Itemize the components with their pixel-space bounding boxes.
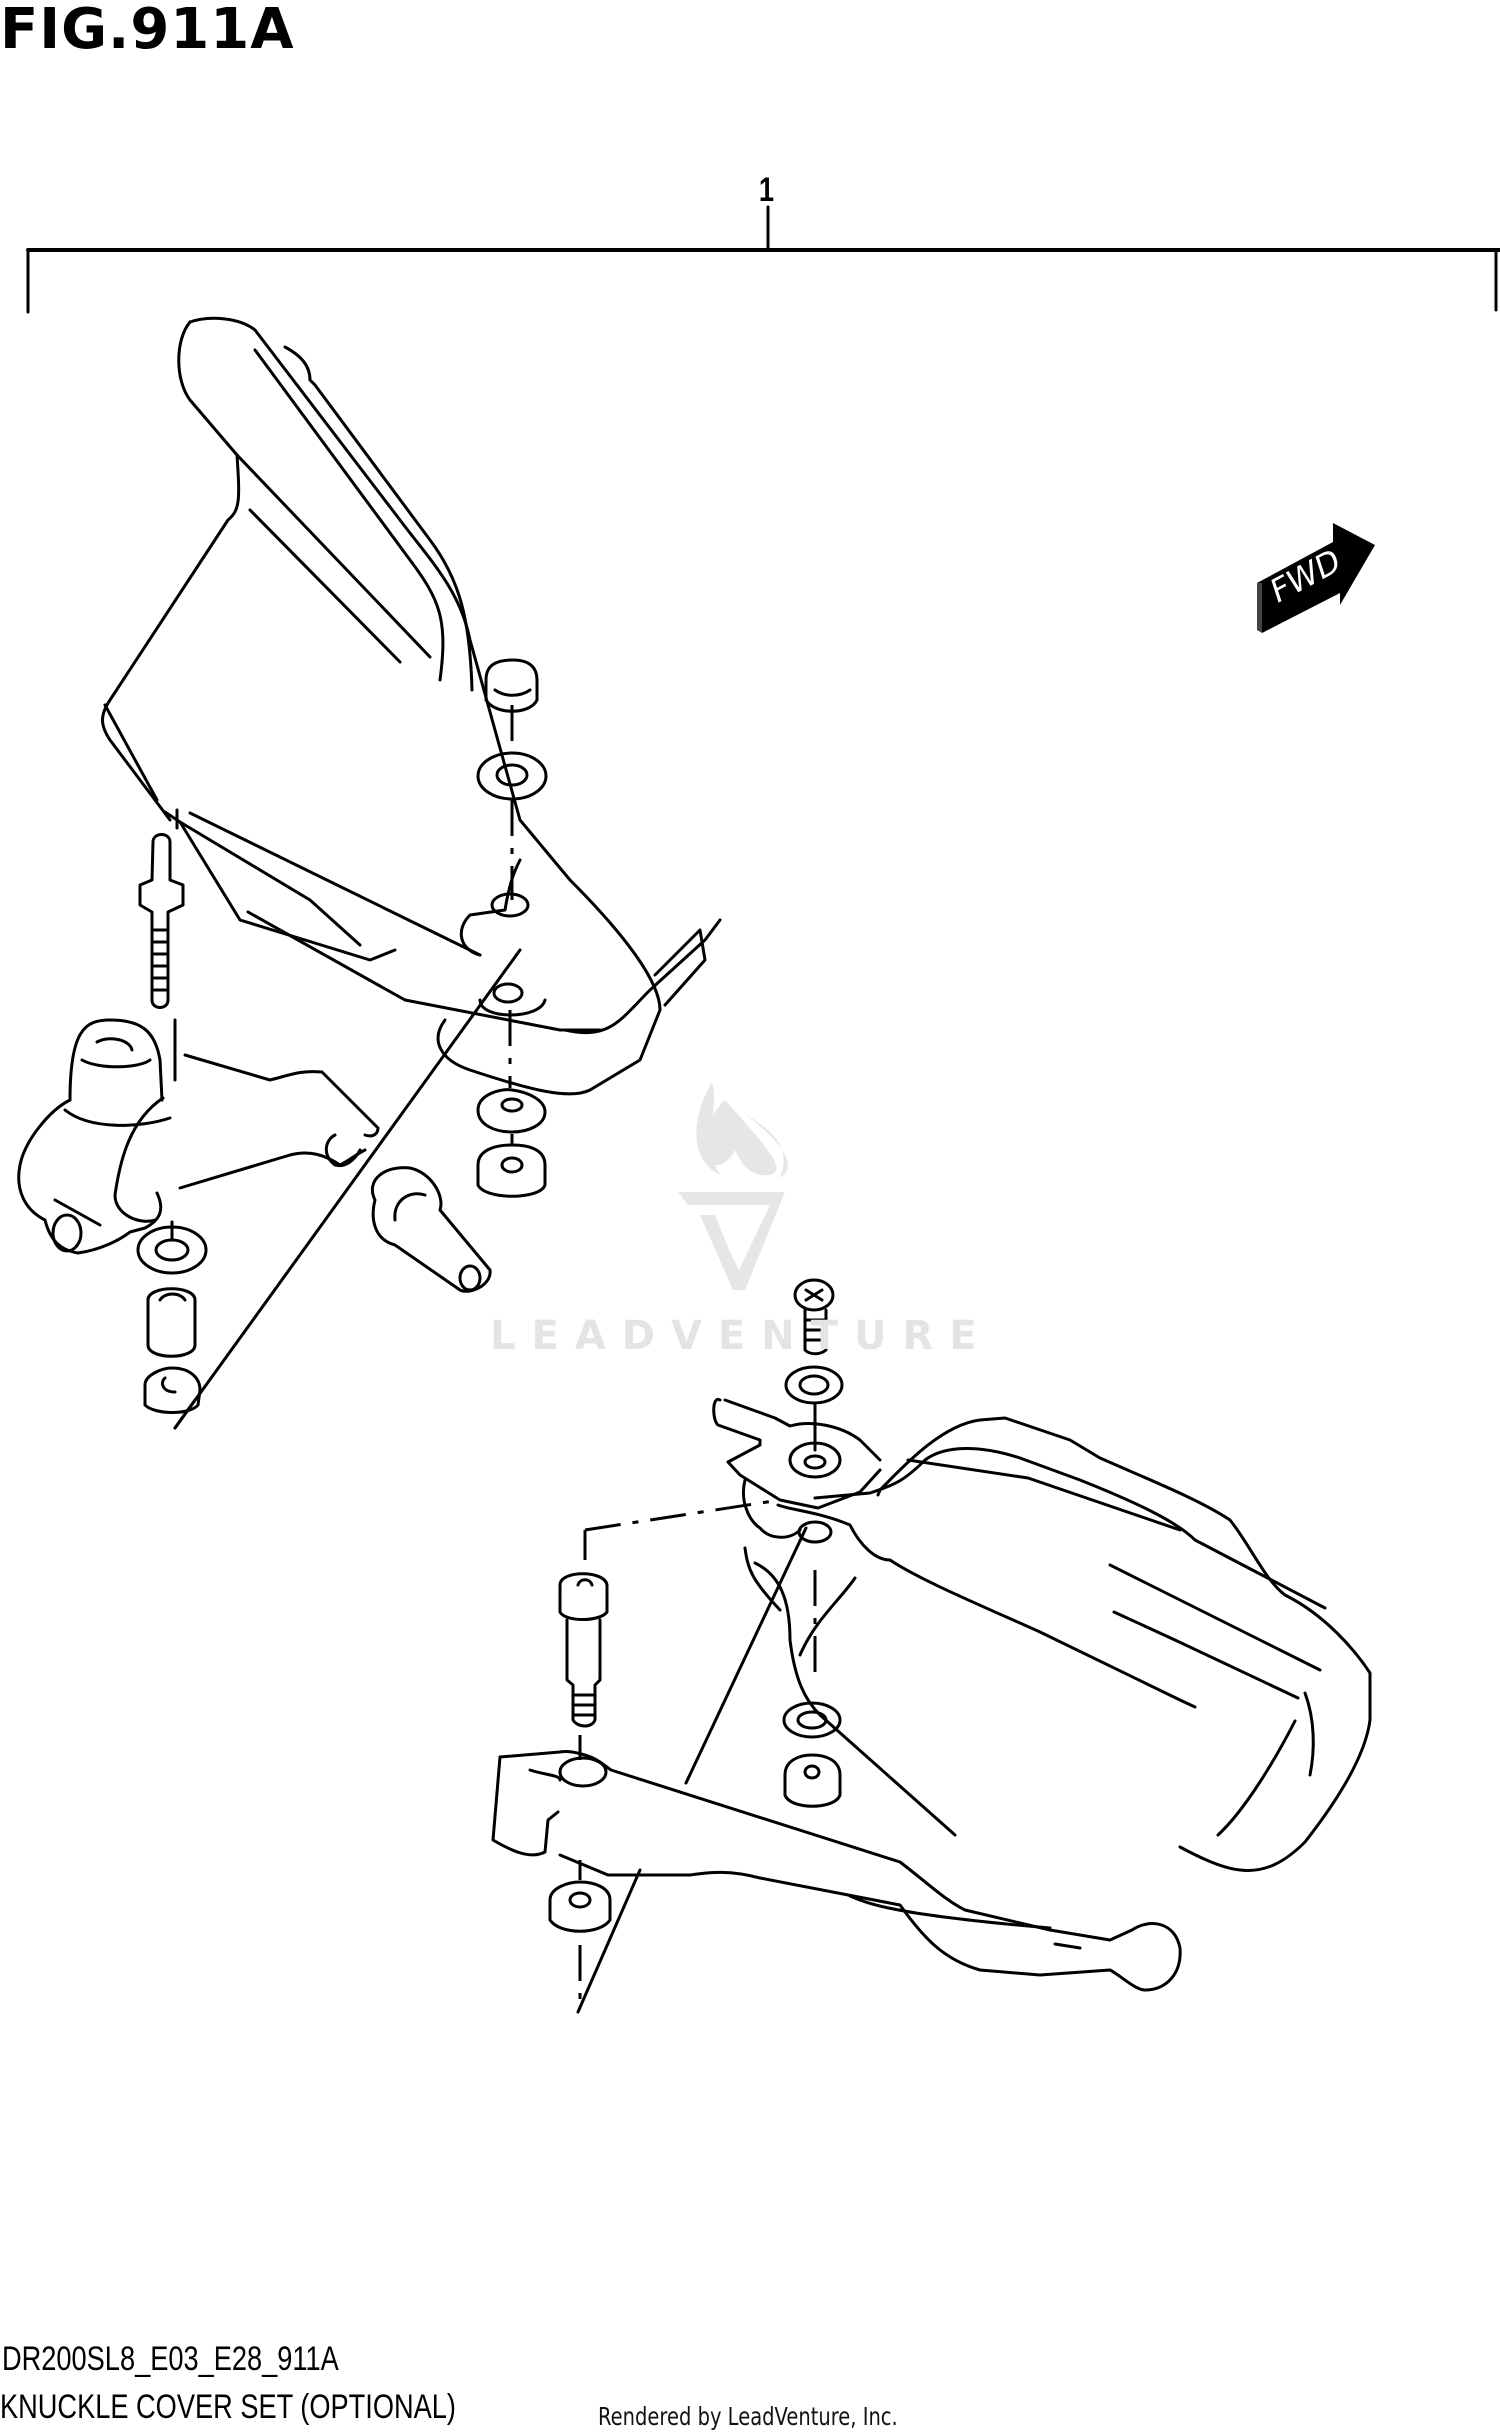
spacer-collar bbox=[146, 1287, 197, 1358]
bar-end-weight bbox=[371, 1166, 492, 1293]
cap-nut-lower-right bbox=[783, 1753, 842, 1808]
flame-v-logo-icon bbox=[678, 1082, 788, 1290]
part-1-bracket bbox=[26, 205, 1500, 314]
left-knuckle-guard bbox=[101, 316, 722, 1096]
lock-nut-lever bbox=[548, 1880, 612, 1933]
lock-nut-upper bbox=[476, 1143, 547, 1198]
shoulder-bolt bbox=[558, 1530, 609, 1728]
mounting-stud bbox=[138, 808, 185, 1082]
pan-head-screw bbox=[793, 1278, 835, 1356]
leader-line bbox=[576, 1868, 642, 2014]
assembly-axis-line bbox=[584, 1498, 781, 1532]
leader-tick bbox=[173, 1398, 197, 1430]
figure-title: FIG.911A bbox=[0, 0, 295, 62]
nut-left bbox=[143, 1366, 202, 1414]
watermark-text: LEADVENTURE bbox=[490, 1313, 993, 1359]
cap-nut-upper bbox=[484, 658, 539, 713]
assembly-axis-line bbox=[508, 705, 514, 1145]
leader-line bbox=[684, 1526, 808, 1785]
washer-lower-top bbox=[784, 1365, 844, 1405]
handlebar-clamp bbox=[17, 1018, 380, 1255]
leader-line bbox=[173, 948, 522, 1430]
part-callout-1[interactable]: 1 bbox=[758, 171, 775, 209]
rendered-by-credit: Rendered by LeadVenture, Inc. bbox=[598, 2402, 898, 2431]
nut-upper bbox=[476, 1088, 547, 1134]
fwd-arrow-icon bbox=[1257, 523, 1375, 633]
lever-mount-bracket bbox=[712, 1397, 882, 1544]
washer-upper bbox=[476, 751, 548, 801]
brake-lever bbox=[491, 1750, 1182, 1992]
washer-lower-right bbox=[782, 1701, 842, 1739]
diagram-caption: KNUCKLE COVER SET (OPTIONAL) bbox=[0, 2388, 456, 2426]
leader-line bbox=[188, 811, 482, 957]
diagram-code: DR200SL8_E03_E28_911A bbox=[2, 2340, 339, 2378]
right-knuckle-guard bbox=[743, 1416, 1372, 1872]
